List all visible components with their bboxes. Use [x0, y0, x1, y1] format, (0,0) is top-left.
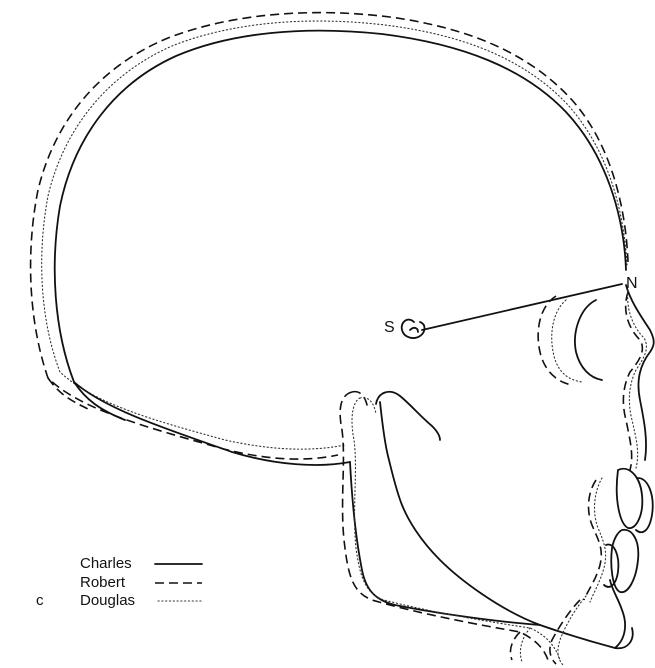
sella-label: S: [384, 319, 395, 336]
legend-label-charles: Charles: [80, 555, 132, 572]
legend-label-robert: Robert: [80, 574, 126, 591]
robert-chin: [510, 632, 520, 660]
douglas-orbit: [552, 300, 582, 382]
robert-ramus: [352, 392, 368, 410]
robert-orbit: [538, 296, 572, 385]
legend-label-douglas: Douglas: [80, 592, 135, 609]
legend: c Charles Robert Douglas: [36, 555, 202, 609]
robert-symphysis: [550, 600, 580, 664]
sella-nasion-line: [422, 284, 622, 330]
robert-cranial-outline: [31, 13, 628, 459]
charles-cranial-outline: [55, 31, 626, 465]
charles-orbit: [575, 300, 602, 380]
charles-coronoid-process: [376, 392, 440, 440]
douglas-chin: [520, 628, 530, 662]
teeth-group: [584, 469, 653, 602]
douglas-symphysis: [558, 596, 586, 666]
nasion-label: N: [626, 275, 638, 292]
panel-label: c: [36, 592, 44, 609]
robert-mandible: [340, 392, 548, 660]
charles-ramus-posterior: [350, 462, 540, 625]
douglas-ramus: [360, 398, 376, 414]
upper-incisor-2: [636, 478, 653, 532]
sella-turcica: [402, 320, 425, 338]
